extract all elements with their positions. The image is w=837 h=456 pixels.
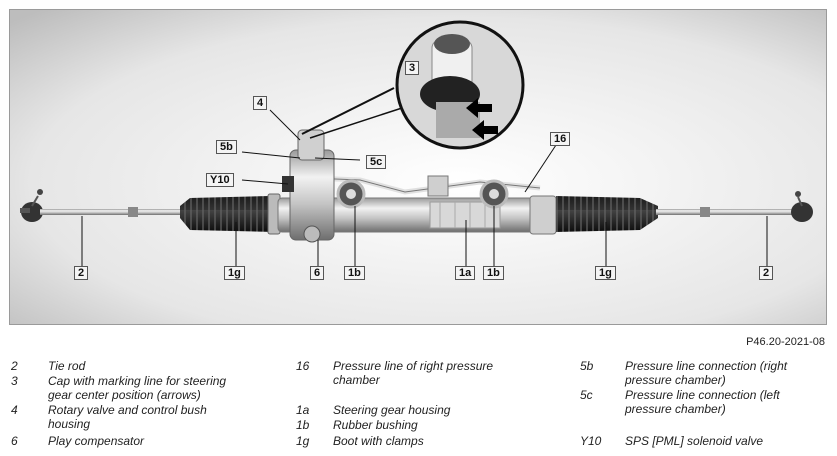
steering-gear-housing xyxy=(277,175,559,235)
legend-code: 1a xyxy=(296,403,310,417)
callout-2-right: 2 xyxy=(759,266,774,280)
callout-3: 3 xyxy=(405,61,420,75)
legend-code: 6 xyxy=(11,434,18,448)
legend-description: Tie rod xyxy=(48,359,86,373)
callout-1b-right: 1b xyxy=(483,266,504,280)
photo-figure: 3 4 5b 5c Y10 16 2 1g 6 1b 1a 1b 1g 2 xyxy=(9,9,827,325)
legend-description: Pressure line connection (right pressure… xyxy=(625,359,788,387)
callout-4: 4 xyxy=(253,96,268,110)
legend-description: Play compensator xyxy=(48,434,145,448)
callout-1a: 1a xyxy=(455,266,476,280)
callout-1b-left: 1b xyxy=(344,266,365,280)
detail-inset xyxy=(301,20,525,150)
callout-5b: 5b xyxy=(216,140,237,154)
callout-5c: 5c xyxy=(366,155,387,169)
left-boot xyxy=(180,193,281,235)
legend-code: 5c xyxy=(580,388,593,402)
callout-Y10: Y10 xyxy=(206,173,234,187)
callout-1g-left: 1g xyxy=(224,266,245,280)
legend-description: Cap with marking line for steering gear … xyxy=(48,374,227,402)
callout-6: 6 xyxy=(310,266,325,280)
legend-description: Steering gear housing xyxy=(333,403,451,417)
legend-code: 5b xyxy=(580,359,594,373)
callout-1g-right: 1g xyxy=(595,266,616,280)
right-boot xyxy=(556,196,658,232)
steering-gear-illustration xyxy=(10,10,826,324)
left-tie-rod xyxy=(20,189,180,222)
callout-16: 16 xyxy=(550,132,571,146)
legend-description: Boot with clamps xyxy=(333,434,424,448)
legend-code: 4 xyxy=(11,403,18,417)
callout-2-left: 2 xyxy=(74,266,89,280)
legend-description: SPS [PML] solenoid valve xyxy=(625,434,764,448)
legend-code: 2 xyxy=(11,359,18,373)
legend-code: 1b xyxy=(296,418,310,432)
figure-reference-code: P46.20-2021-08 xyxy=(746,336,825,348)
legend-description: Pressure line connection (left pressure … xyxy=(625,388,780,416)
legend-code: 3 xyxy=(11,374,18,388)
leader-lines xyxy=(81,109,768,266)
legend-code: 16 xyxy=(296,359,310,373)
legend-code: Y10 xyxy=(580,434,602,448)
right-tie-rod xyxy=(656,191,813,222)
rotary-valve-housing xyxy=(282,129,335,243)
legend-description: Rubber bushing xyxy=(333,418,418,432)
legend-description: Rotary valve and control bush housing xyxy=(48,403,207,431)
legend-description: Pressure line of right pressure chamber xyxy=(333,359,494,387)
legend-code: 1g xyxy=(296,434,310,448)
